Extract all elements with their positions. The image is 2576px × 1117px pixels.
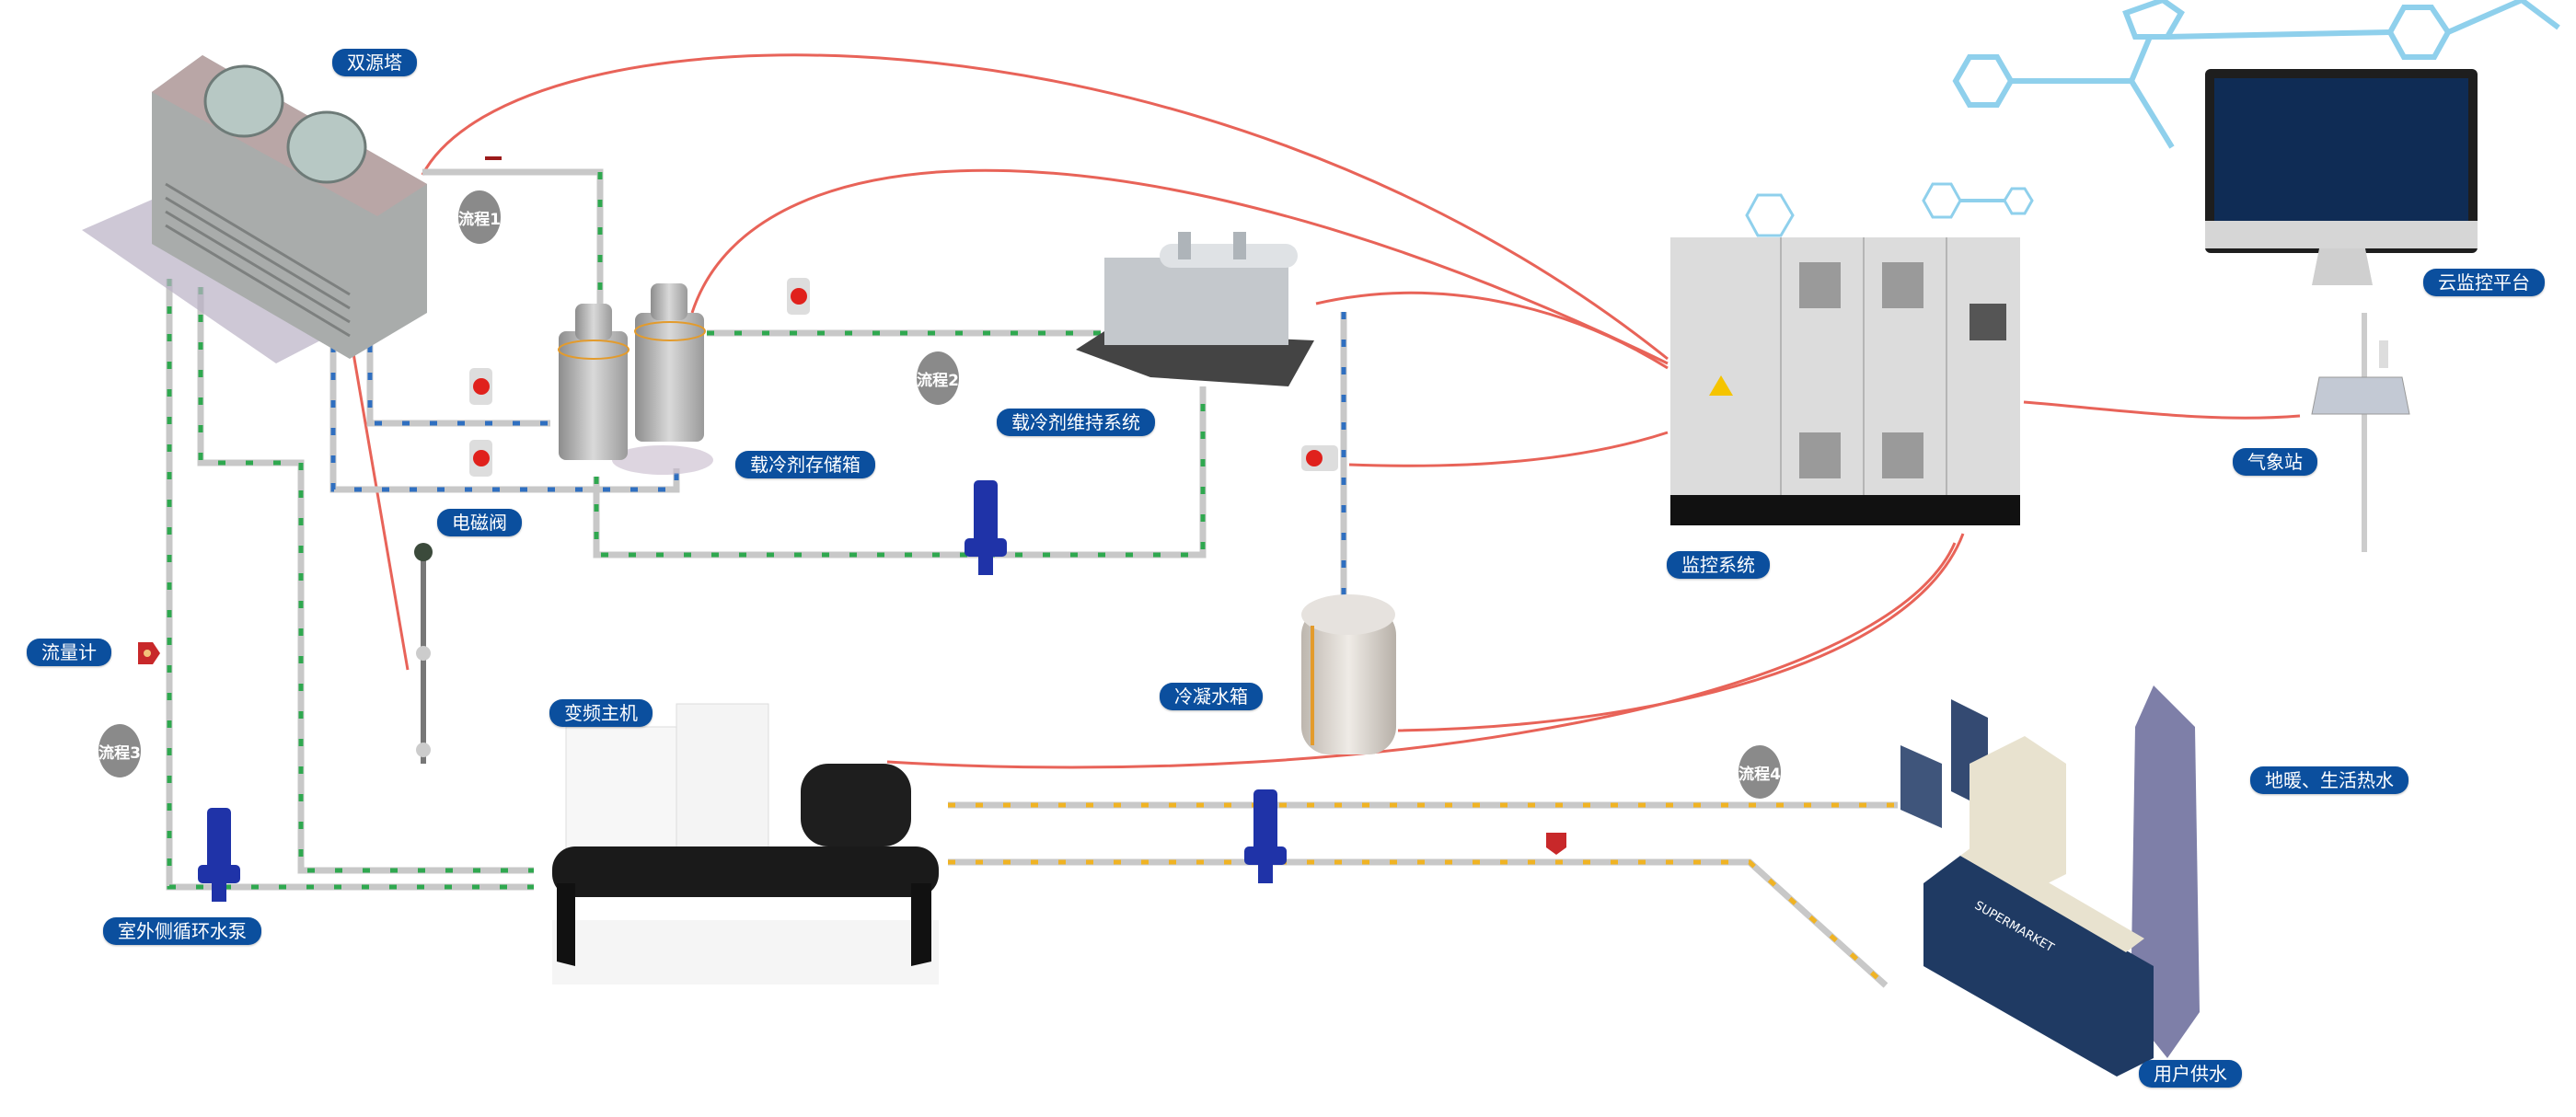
fan-icon — [203, 64, 284, 138]
solenoid-valve-icon — [1301, 445, 1338, 471]
control-cabinet — [1670, 237, 2020, 525]
step-badge-4: 流程4 — [1739, 745, 1781, 799]
flow-markers — [167, 172, 1898, 987]
label-maintain-system: 载冷剂维持系统 — [997, 409, 1155, 436]
valve-marker-icon — [485, 156, 502, 160]
solenoid-valve-icon — [469, 440, 492, 477]
user-buildings — [1900, 685, 2200, 1077]
label-chiller: 变频主机 — [549, 699, 653, 727]
label-user-supply: 用户供水 — [2139, 1060, 2242, 1088]
flow-meter-icon — [1546, 833, 1566, 855]
warning-icon — [1709, 375, 1733, 396]
label-weather-station: 气象站 — [2233, 448, 2317, 476]
label-outdoor-pump: 室外侧循环水泵 — [103, 917, 261, 945]
flow-meter-icon — [138, 642, 160, 664]
cloud-monitor-screen — [2205, 69, 2478, 285]
fan-icon — [286, 110, 367, 184]
signal-wires — [352, 53, 2301, 769]
weather-station-icon — [2311, 313, 2410, 552]
label-solenoid-valve: 电磁阀 — [437, 509, 522, 536]
solenoid-valve-icon — [787, 278, 810, 315]
level-sensor — [414, 543, 433, 764]
coolant-maintain-system — [1076, 232, 1314, 386]
dual-source-tower — [82, 55, 502, 363]
label-floor-heating: 地暖、生活热水 — [2250, 766, 2409, 794]
solenoid-valve-icon — [469, 368, 492, 405]
hexagon-decoration — [1745, 0, 2560, 237]
step-badge-1: 流程1 — [458, 190, 501, 244]
condensate-tank — [1301, 594, 1396, 754]
label-dual-source-tower: 双源塔 — [332, 49, 417, 76]
step-badge-3: 流程3 — [98, 724, 141, 777]
solenoid-valves — [469, 278, 1338, 477]
label-storage-tank: 载冷剂存储箱 — [735, 451, 875, 478]
label-monitoring-system: 监控系统 — [1667, 551, 1770, 579]
step-badge-2: 流程2 — [917, 351, 959, 405]
label-condensate-tank: 冷凝水箱 — [1160, 683, 1263, 710]
variable-frequency-chiller — [552, 703, 939, 985]
storage-tank — [558, 283, 713, 475]
label-flow-meter: 流量计 — [27, 639, 111, 666]
label-cloud-platform: 云监控平台 — [2423, 269, 2545, 296]
pump-icon — [198, 480, 1287, 902]
